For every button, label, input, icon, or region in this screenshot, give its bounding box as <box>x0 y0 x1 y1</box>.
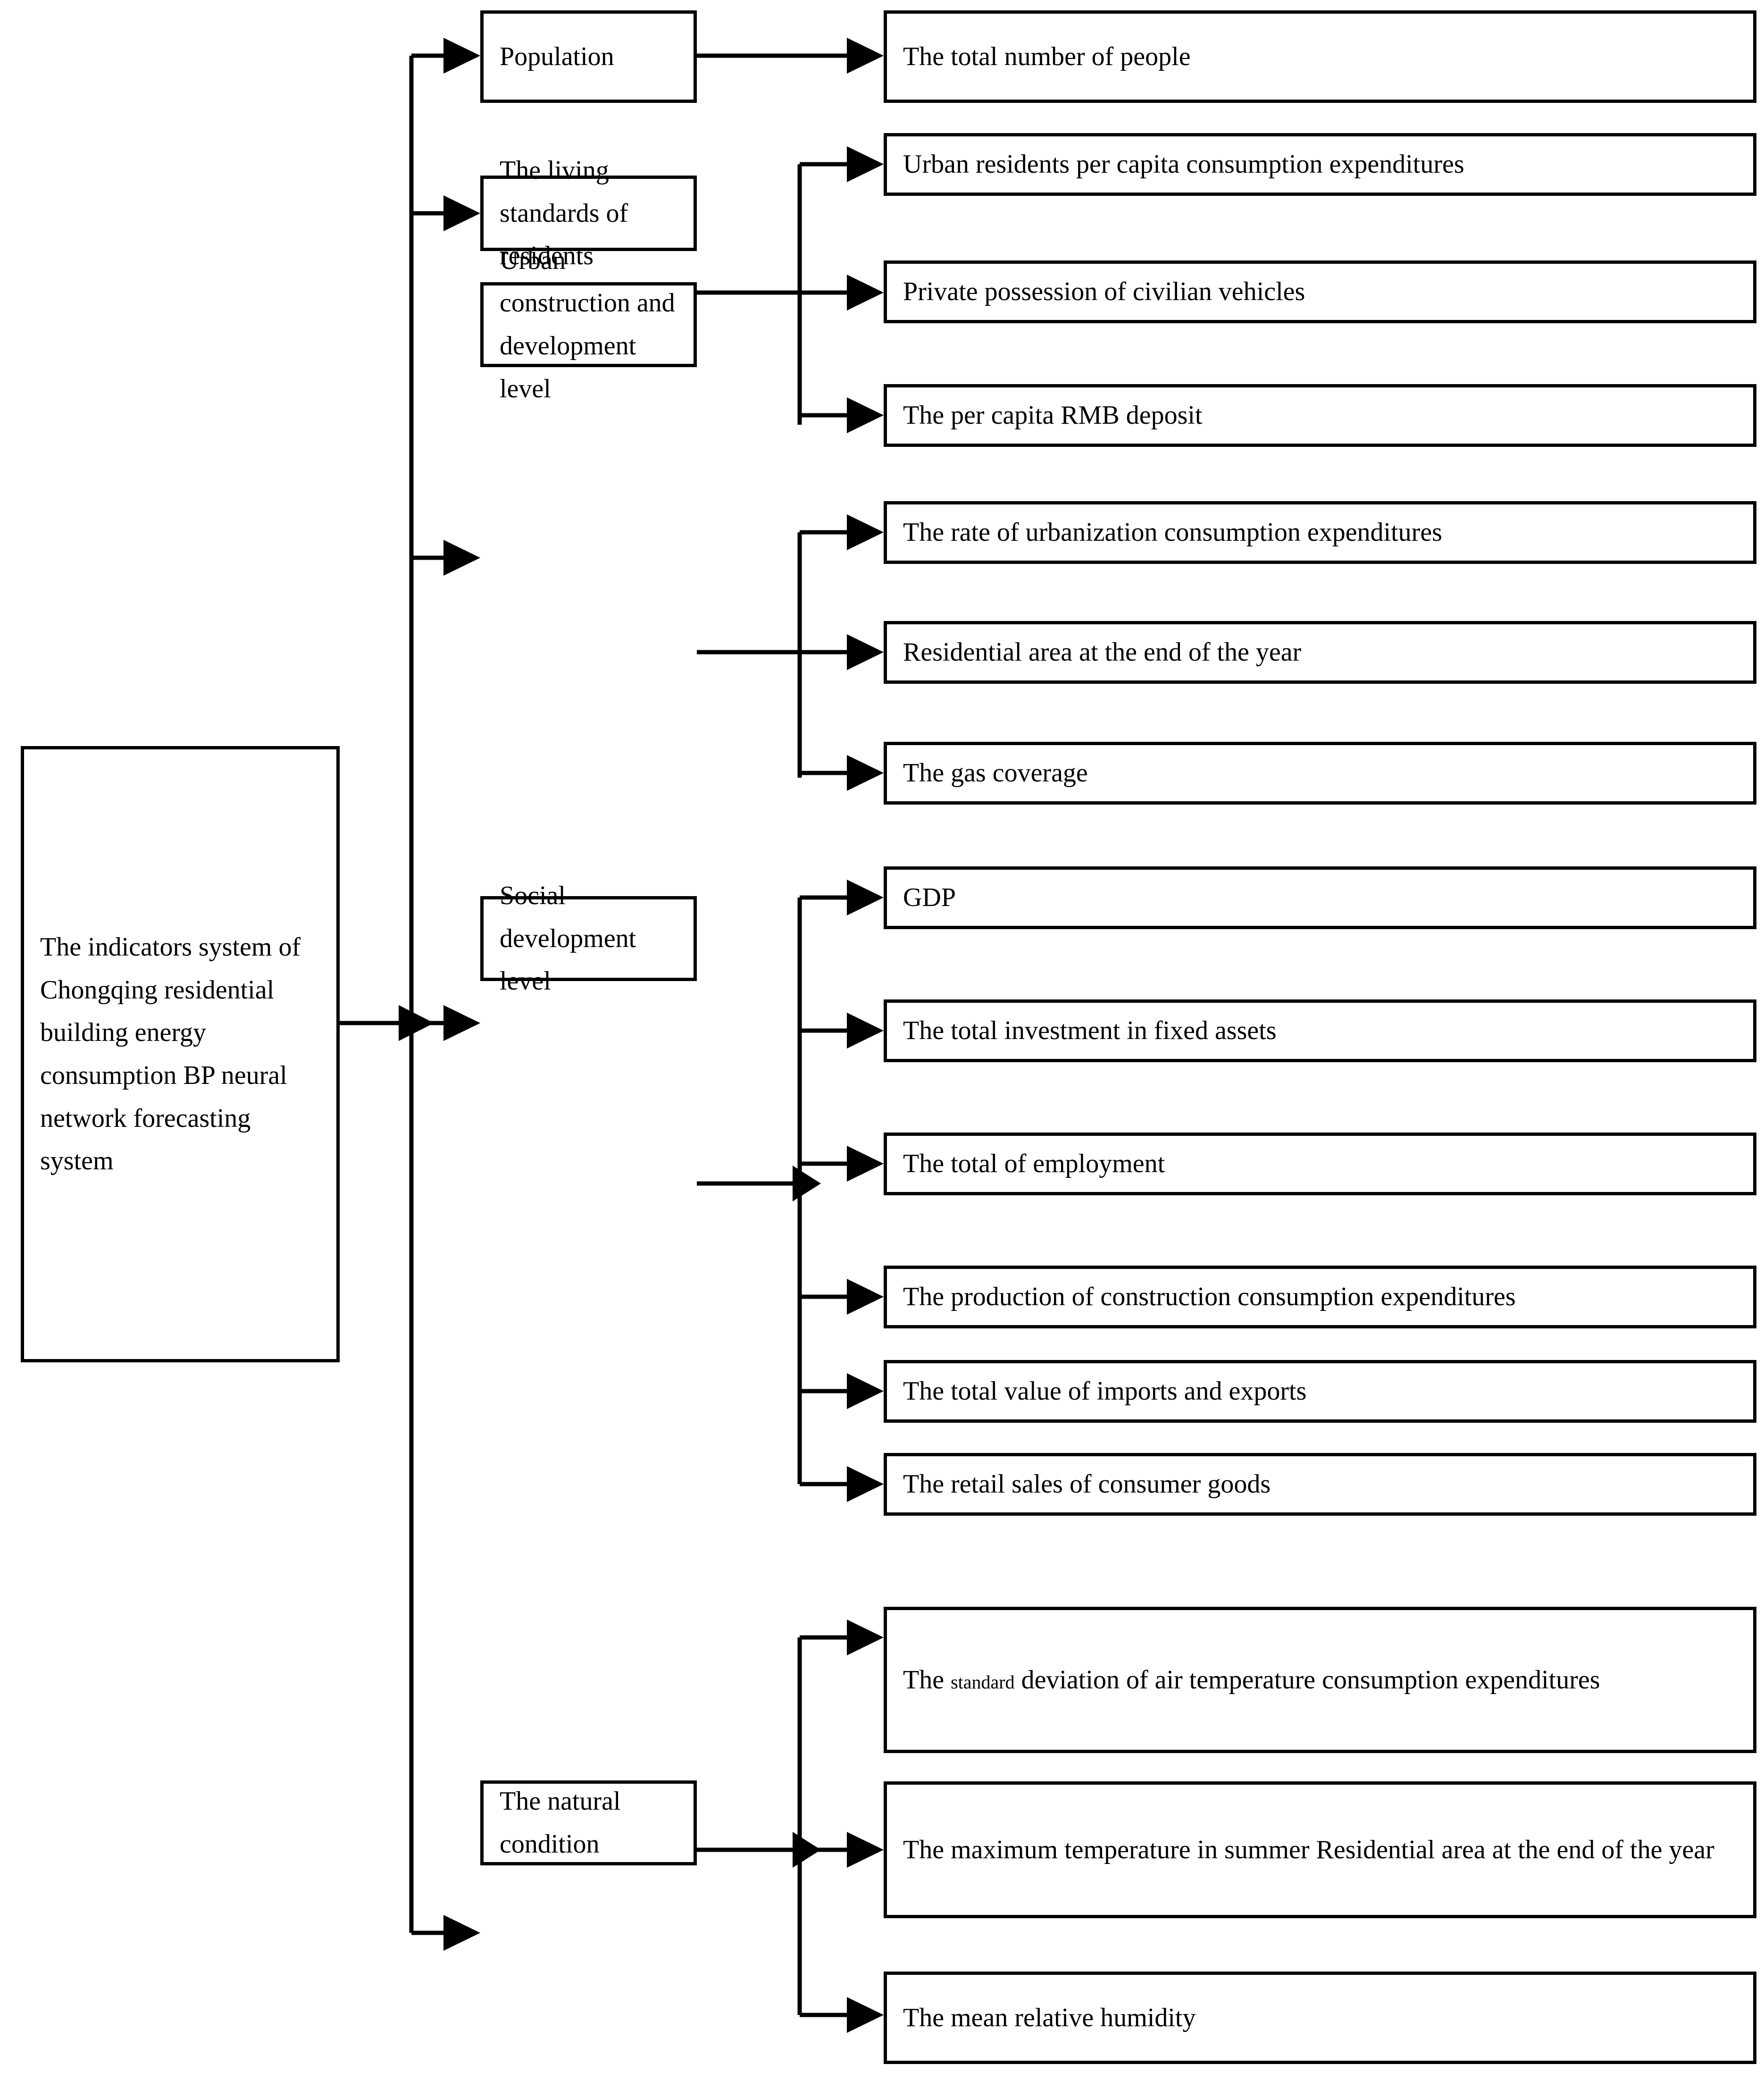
label-suffix: deviation of air temperature consumption… <box>1014 1665 1600 1695</box>
indicator-label-total-investment-fixed-assets: The total investment in fixed assets <box>903 1016 1277 1046</box>
root-node-label: The indicators system of Chongqing resid… <box>40 932 301 1176</box>
arrowhead-social-ind1 <box>847 880 884 915</box>
indicator-node-retail-sales-consumer-goods[interactable]: The retail sales of consumer goods <box>884 1453 1756 1516</box>
arrowhead-to-living <box>443 195 480 231</box>
arrowhead-natural-ind3 <box>847 1997 884 2033</box>
indicator-node-gdp[interactable]: GDP <box>884 866 1756 929</box>
indicator-label-residential-area-end-year: Residential area at the end of the year <box>903 638 1302 667</box>
indicator-node-per-capita-rmb-deposit[interactable]: The per capita RMB deposit <box>884 384 1756 447</box>
arrowhead-population-indicator <box>847 38 884 74</box>
label-prefix: The <box>903 1665 951 1695</box>
indicator-label-max-temperature-summer: The maximum temperature in summer Reside… <box>903 1835 1714 1864</box>
indicator-label-production-of-construction: The production of construction consumpti… <box>903 1282 1516 1312</box>
indicator-node-urban-residents-consumption[interactable]: Urban residents per capita consumption e… <box>884 133 1756 196</box>
indicator-label-total-number-of-people: The total number of people <box>903 42 1191 71</box>
root-node[interactable]: The indicators system of Chongqing resid… <box>21 746 340 1362</box>
indicator-label-imports-and-exports: The total value of imports and exports <box>903 1376 1307 1406</box>
arrowhead-living-ind2 <box>847 275 884 311</box>
indicator-label-total-employment: The total of employment <box>903 1149 1165 1179</box>
arrowhead-living-ind1 <box>847 146 884 182</box>
indicator-label-mean-relative-humidity: The mean relative humidity <box>903 2003 1196 2032</box>
indicator-label-standard-deviation-air-temperature: The standard deviation of air temperatur… <box>903 1659 1600 1702</box>
indicator-label-rate-of-urbanization: The rate of urbanization consumption exp… <box>903 518 1442 547</box>
indicator-node-max-temperature-summer[interactable]: The maximum temperature in summer Reside… <box>884 1781 1756 1918</box>
indicator-node-rate-of-urbanization[interactable]: The rate of urbanization consumption exp… <box>884 501 1756 564</box>
arrowhead-natural-ind2 <box>847 1832 884 1868</box>
arrowhead-to-social <box>443 1005 480 1041</box>
arrowhead-social-ind2 <box>847 1013 884 1049</box>
indicator-node-total-employment[interactable]: The total of employment <box>884 1133 1756 1195</box>
indicator-node-residential-area-end-year[interactable]: Residential area at the end of the year <box>884 621 1756 684</box>
arrowhead-social-ind3 <box>847 1146 884 1182</box>
arrowhead-social-ind6 <box>847 1466 884 1502</box>
indicator-node-imports-and-exports[interactable]: The total value of imports and exports <box>884 1360 1756 1423</box>
indicator-node-mean-relative-humidity[interactable]: The mean relative humidity <box>884 1972 1756 2064</box>
arrowhead-natural-ind1 <box>847 1620 884 1655</box>
indicator-node-total-investment-fixed-assets[interactable]: The total investment in fixed assets <box>884 999 1756 1062</box>
indicator-node-standard-deviation-air-temperature[interactable]: The standard deviation of air temperatur… <box>884 1607 1756 1753</box>
arrowhead-urban-ind1 <box>847 514 884 550</box>
arrowhead-living-ind3 <box>847 397 884 433</box>
indicator-node-gas-coverage[interactable]: The gas coverage <box>884 742 1756 805</box>
arrowhead-urban-ind2 <box>847 634 884 670</box>
category-node-living-standards[interactable]: The living standards of residents <box>480 156 697 270</box>
arrowhead-to-natural <box>443 1915 480 1951</box>
indicator-node-production-of-construction[interactable]: The production of construction consumpti… <box>884 1266 1756 1328</box>
indicator-label-urban-residents-consumption: Urban residents per capita consumption e… <box>903 150 1464 179</box>
arrowhead-to-urban <box>443 540 480 576</box>
category-label-social-development: Social development level <box>500 881 636 996</box>
indicator-node-private-vehicles[interactable]: Private possession of civilian vehicles <box>884 260 1756 323</box>
category-node-population[interactable]: Population <box>480 10 697 103</box>
category-label-population: Population <box>500 42 614 71</box>
category-label-living-standards: The living standards of residents <box>500 155 628 271</box>
indicator-label-per-capita-rmb-deposit: The per capita RMB deposit <box>903 401 1203 430</box>
category-node-urban-construction[interactable]: Urban construction and development level <box>480 246 697 403</box>
indicator-node-total-number-of-people[interactable]: The total number of people <box>884 10 1756 103</box>
arrowhead-natural-bus <box>793 1832 821 1868</box>
category-label-natural-condition: The natural condition <box>500 1787 621 1859</box>
arrowhead-to-population <box>443 38 480 74</box>
arrowhead-social-ind5 <box>847 1373 884 1409</box>
indicator-label-gas-coverage: The gas coverage <box>903 758 1088 788</box>
arrowhead-social-ind4 <box>847 1279 884 1315</box>
indicator-label-retail-sales-consumer-goods: The retail sales of consumer goods <box>903 1469 1271 1499</box>
label-emphasis-standard: standard <box>951 1671 1015 1693</box>
indicator-label-gdp: GDP <box>903 883 956 913</box>
indicator-label-private-vehicles: Private possession of civilian vehicles <box>903 277 1305 307</box>
arrowhead-urban-ind3 <box>847 755 884 791</box>
arrowhead-social-bus <box>793 1166 821 1201</box>
category-node-natural-condition[interactable]: The natural condition <box>480 1780 697 1865</box>
category-node-social-development[interactable]: Social development level <box>480 881 697 996</box>
category-label-urban-construction: Urban construction and development level <box>500 245 675 403</box>
arrowhead-root-to-trunk <box>399 1005 434 1041</box>
